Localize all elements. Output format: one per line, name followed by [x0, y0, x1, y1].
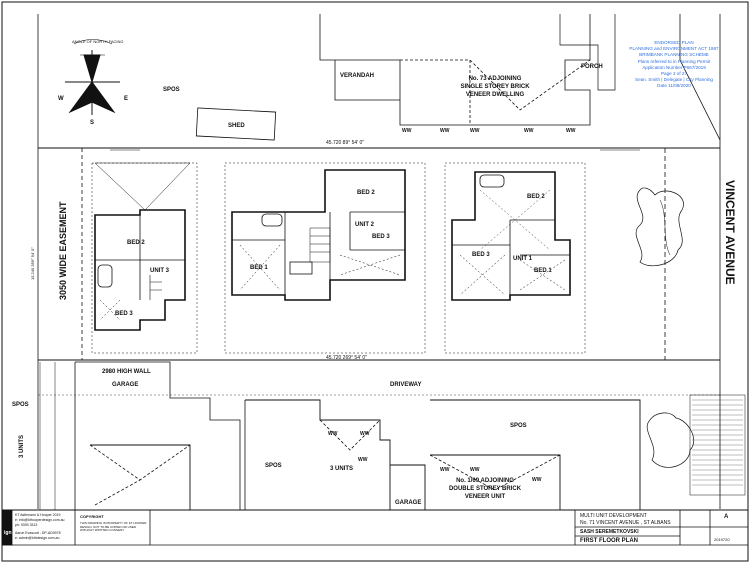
stamp-line: Date 11/08/2020 — [657, 83, 691, 89]
neighbour-dwelling-outline — [319, 14, 591, 126]
unit1-outline — [451, 171, 571, 301]
stamp-line: Plans referred to in Planning Permit — [637, 58, 711, 64]
unit3-label: UNIT 3 — [150, 268, 170, 274]
ww-label: WW — [566, 128, 576, 134]
stamp-line: PLANNING and ENVIRONMENT ACT 1987 — [629, 46, 719, 52]
unit1-label: UNIT 1 — [513, 256, 533, 262]
ww-label: WW — [440, 467, 450, 473]
high-wall-label: 2980 HIGH WALL — [102, 369, 151, 375]
verandah-label: VERANDAH — [340, 73, 375, 79]
units-mid-label: 3 UNITS — [330, 466, 354, 472]
room-bed1-unit1: BED 1 — [534, 268, 552, 274]
driveway-label: DRIVEWAY — [390, 382, 422, 388]
adjoining-bottom-3: VENEER UNIT — [464, 494, 506, 500]
room-bed3-unit2: BED 3 — [372, 234, 390, 240]
north-caption: ANGLE OF NORTH FACING — [72, 39, 124, 44]
firm-line: e: admin@kthdesign.com.au — [15, 536, 60, 540]
north-letter: N — [90, 60, 95, 66]
adjoining-top-1: No. 73 ADJOINING — [468, 76, 522, 82]
west-letter: W — [58, 96, 64, 102]
ww-label: WW — [402, 128, 412, 134]
ww-label: WW — [440, 128, 450, 134]
porch-label: PORCH — [581, 64, 603, 70]
job-number: 2019720 — [714, 537, 730, 542]
client-name: SASH SEREMETKOVSKI — [580, 529, 639, 535]
stamp-line: Application Number P667/2019 — [642, 64, 706, 70]
vincent-avenue-label: VINCENT AVENUE — [723, 180, 737, 285]
copyright-note: THIS DRAWING IS PROPERTY OF KT HOOPER DE… — [80, 521, 147, 533]
room-bed1-unit2: BED 1 — [250, 265, 268, 271]
ww-label: WW — [532, 477, 542, 483]
firm-line: ph: 9393 3313 — [15, 523, 38, 527]
side-dimension: 15.240 359° 54' 0" — [30, 247, 35, 280]
garage-left-label: GARAGE — [112, 382, 139, 388]
top-right-neighbour — [679, 14, 721, 141]
east-letter: E — [124, 96, 129, 102]
room-bed3-unit3: BED 3 — [115, 311, 133, 317]
spos-mid-label: SPOS — [265, 463, 282, 469]
logo-block — [1, 509, 13, 546]
unit3-outline — [94, 209, 186, 331]
adjoining-bottom-2: DOUBLE STOREY BRICK — [448, 486, 522, 492]
boundary-bottom-dim: 45.720 269° 54' 0" — [326, 355, 367, 361]
ww-label: WW — [470, 128, 480, 134]
room-bed2-unit2: BED 2 — [357, 190, 375, 196]
shed-outline — [195, 107, 277, 141]
stamp-line: Page 2 of 27 — [660, 70, 688, 76]
room-bed3-unit1: BED 3 — [472, 252, 490, 258]
adjoining-top-3: VENEER DWELLING — [465, 92, 525, 98]
easement-label: 3050 WIDE EASEMENT — [58, 201, 68, 300]
ww-label: WW — [470, 467, 480, 473]
logo-word: ign — [4, 530, 12, 536]
shed-label: SHED — [228, 123, 245, 129]
ww-label: WW — [358, 457, 368, 463]
boundary-top-dim: 45.720 89° 54' 0" — [326, 140, 365, 146]
north-arrow — [65, 39, 120, 115]
south-letter: S — [90, 120, 95, 126]
project-type: MULTI UNIT DEVELOPMENT — [580, 513, 647, 519]
spos-left-label: SPOS — [12, 402, 29, 408]
planning-endorsement-stamp: ENDORSED PLAN PLANNING and ENVIRONMENT A… — [620, 40, 728, 96]
units-left-label: 3 UNITS — [19, 434, 25, 458]
room-bed2-unit3: BED 2 — [127, 240, 145, 246]
stamp-line: ENDORSED PLAN — [654, 40, 694, 45]
unit2-label: UNIT 2 — [355, 222, 375, 228]
sheet-title: FIRST FLOOR PLAN — [580, 538, 638, 544]
garage-bottom-outline — [390, 464, 426, 510]
copyright-label: COPYRIGHT — [80, 514, 104, 519]
room-bed2-unit1: BED 2 — [527, 194, 545, 200]
spos-top-label: SPOS — [163, 87, 180, 93]
ww-label: WW — [328, 431, 338, 437]
ww-label: WW — [524, 128, 534, 134]
tree-outline — [635, 187, 684, 267]
revision-label: A — [724, 514, 729, 520]
ww-label: WW — [360, 431, 370, 437]
spos-right-label: SPOS — [510, 423, 527, 429]
project-address: No. 71 VINCENT AVENUE , ST ALBANS — [580, 520, 671, 526]
firm-line: KT Asthmann & Hooper 2019 — [15, 513, 61, 517]
firm-line: e: info@kthooperdesign.com.au — [15, 518, 65, 522]
neighbour-porch-outline — [559, 14, 616, 91]
adjoining-bottom-1: No. 1/69 ADJOINING — [456, 478, 514, 484]
firm-line: Aaron Evascott - DP-AD0978 — [15, 531, 61, 535]
stamp-line: BRIMBANK PLANNING SCHEME — [639, 52, 709, 58]
adjoining-top-2: SINGLE STOREY BRICK — [460, 84, 530, 90]
stamp-line: Sean. Smith | Delegate | City Planning — [635, 77, 713, 83]
garage-bottom-label: GARAGE — [395, 500, 422, 506]
